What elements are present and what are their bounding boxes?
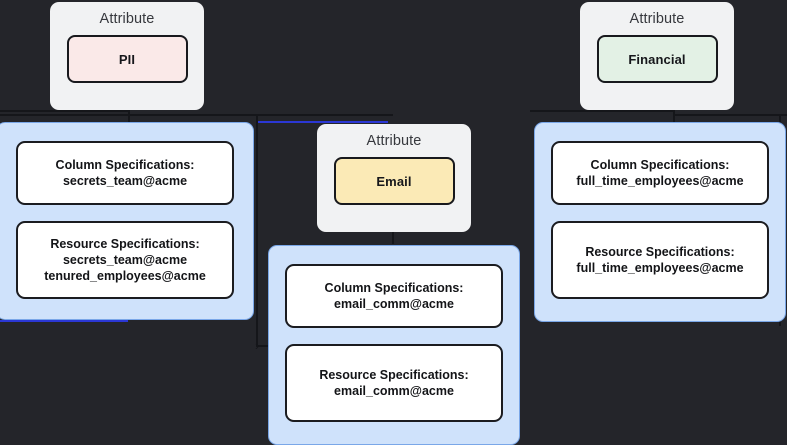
edge-arrow-marker: › — [255, 338, 260, 353]
attribute-chip-label: PII — [118, 51, 136, 67]
edge-left-to-email-lower — [256, 345, 270, 347]
edge-pii-to-secrets — [0, 110, 130, 112]
attribute-group-title: Attribute — [629, 11, 685, 27]
spec-group-email[interactable]: Column Specifications: email_comm@acme R… — [268, 245, 520, 445]
edge-financial-rail — [530, 110, 675, 112]
attribute-chip-label: Email — [376, 173, 412, 189]
edge-highlight-top — [258, 121, 388, 123]
attribute-chip-label: Financial — [628, 51, 686, 67]
spec-node-resource-specifications[interactable]: Resource Specifications: email_comm@acme — [285, 344, 503, 422]
spec-node-item: email_comm@acme — [334, 297, 454, 311]
spec-node-title: Resource Specifications: — [319, 368, 469, 382]
spec-node-title: Resource Specifications: — [585, 245, 735, 259]
spec-node-item: full_time_employees@acme — [576, 174, 744, 188]
spec-node-title: Column Specifications: — [324, 281, 464, 295]
attribute-chip-pii[interactable]: PII — [66, 35, 188, 83]
edge-left-vertical-spine — [256, 114, 258, 346]
spec-node-title: Column Specifications: — [55, 158, 195, 172]
spec-node-title: Column Specifications: — [590, 158, 730, 172]
attribute-chip-email[interactable]: Email — [333, 157, 455, 205]
attribute-chip-financial[interactable]: Financial — [596, 35, 718, 83]
attribute-group-email[interactable]: Attribute Email — [317, 124, 471, 232]
spec-node-item: secrets_team@acme — [62, 174, 188, 188]
spec-node-column-specifications[interactable]: Column Specifications: full_time_employe… — [551, 141, 769, 205]
edge-top-rail-left — [0, 114, 257, 116]
attribute-group-pii[interactable]: Attribute PII — [50, 2, 204, 110]
spec-node-item: full_time_employees@acme — [576, 261, 744, 275]
attribute-group-title: Attribute — [99, 11, 155, 27]
edge-pii-down-connector — [128, 104, 130, 122]
edge-top-rail-right — [673, 114, 787, 116]
spec-node-column-specifications[interactable]: Column Specifications: email_comm@acme — [285, 264, 503, 328]
attribute-group-financial[interactable]: Attribute Financial — [580, 2, 734, 110]
spec-node-column-specifications[interactable]: Column Specifications: secrets_team@acme — [16, 141, 234, 205]
spec-node-item: email_comm@acme — [334, 384, 454, 398]
spec-group-financial[interactable]: Column Specifications: full_time_employe… — [534, 122, 786, 322]
spec-node-resource-specifications[interactable]: Resource Specifications: secrets_team@ac… — [16, 221, 234, 299]
spec-node-item: tenured_employees@acme — [44, 269, 206, 283]
edge-email-rail — [258, 114, 393, 116]
spec-group-secrets[interactable]: Column Specifications: secrets_team@acme… — [0, 122, 254, 320]
edge-highlight-bottom — [0, 320, 128, 322]
spec-node-resource-specifications[interactable]: Resource Specifications: full_time_emplo… — [551, 221, 769, 299]
spec-node-title: Resource Specifications: — [50, 237, 200, 251]
attribute-group-title: Attribute — [366, 133, 422, 149]
edge-email-down-connector — [392, 222, 394, 244]
edge-financial-down-connector — [673, 104, 675, 122]
spec-node-item: secrets_team@acme — [62, 253, 188, 267]
